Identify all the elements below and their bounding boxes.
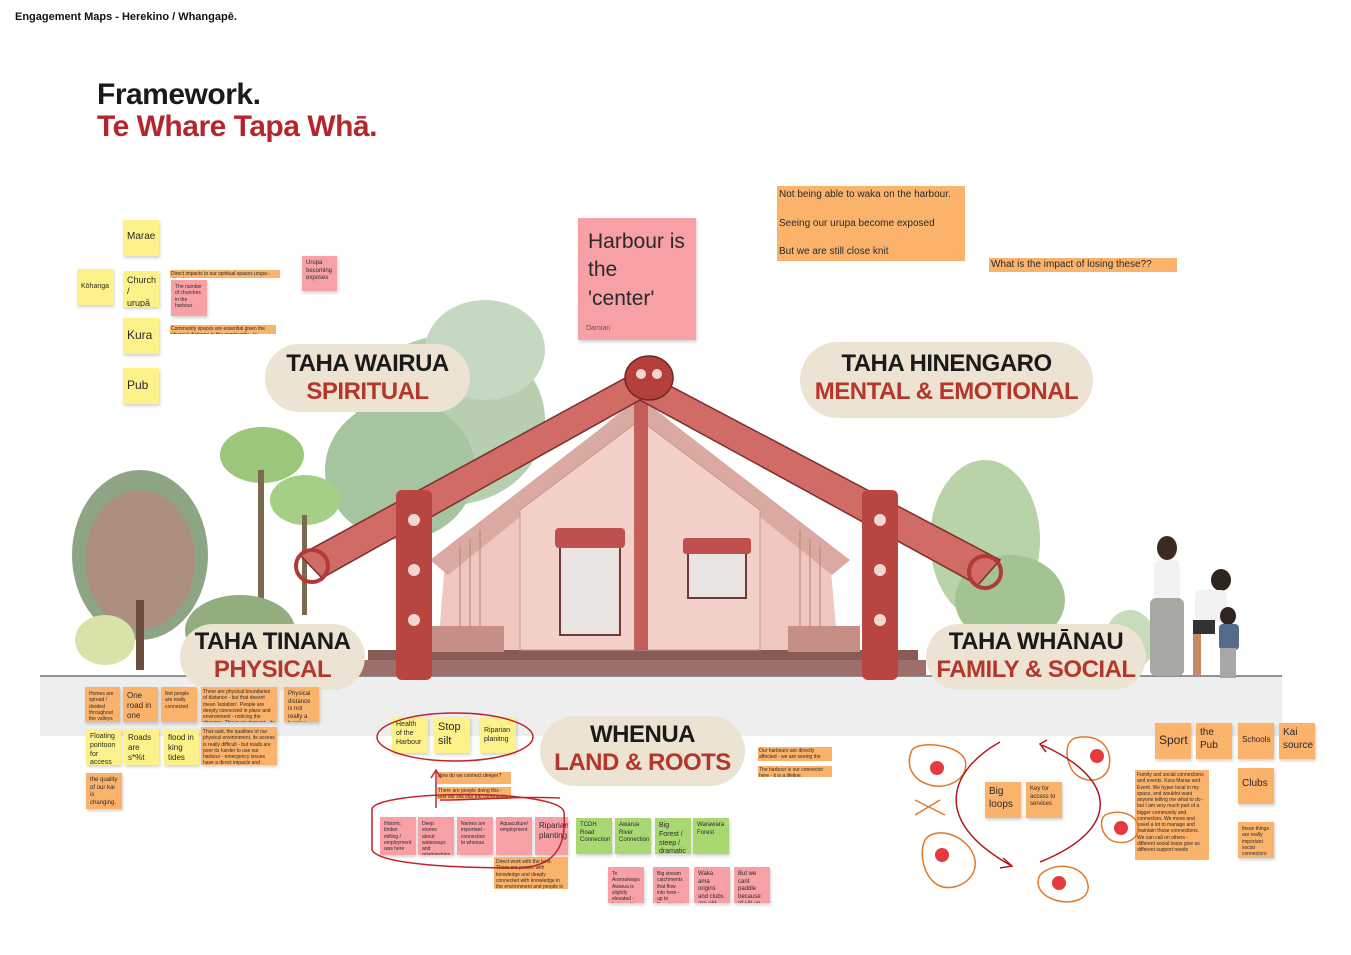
sticky-harbour-impacts[interactable]: Not being able to waka on the harbour. S… xyxy=(777,186,965,261)
sticky-sport[interactable]: Sport xyxy=(1155,723,1191,759)
sticky-key-access[interactable]: Key for access to services xyxy=(1026,782,1062,818)
sticky-boundaries[interactable]: There are physical boundaries of distanc… xyxy=(201,687,277,722)
label-main: TAHA WAIRUA xyxy=(286,350,449,377)
sticky-community-spaces[interactable]: Community spaces are essential given the… xyxy=(170,325,276,334)
sticky-direct-impacts[interactable]: Direct impacts to our spiritual spaces u… xyxy=(170,270,280,278)
label-main: TAHA WHĀNAU xyxy=(948,628,1124,655)
sticky-riparian[interactable]: Riparian planitng xyxy=(480,717,516,753)
sticky-people-doing[interactable]: There are people doing this - and our li… xyxy=(437,787,511,799)
whare-door xyxy=(559,544,621,636)
sticky-family-social[interactable]: Family and social connections and events… xyxy=(1135,770,1209,860)
framework-subtitle: Te Whare Tapa Whā. xyxy=(97,110,377,143)
palm-2 xyxy=(270,475,340,525)
sticky-line: Seeing our urupa become exposed xyxy=(779,217,935,229)
poupou-left xyxy=(396,490,432,680)
sticky-pontoon[interactable]: Floating pontoon for access xyxy=(86,729,121,765)
sticky-quality-said[interactable]: That said, the qualities of our physical… xyxy=(201,727,277,765)
whare-window xyxy=(687,551,747,599)
sticky-connect-deeper[interactable]: How do we connect deeper? xyxy=(437,772,511,784)
person-child-head xyxy=(1220,607,1236,625)
porch-bench-right xyxy=(788,626,860,652)
label-main: WHENUA xyxy=(590,721,696,748)
board-title: Engagement Maps - Herekino / Whangapē. xyxy=(15,11,237,23)
sticky-question[interactable]: What is the impact of losing these?? xyxy=(989,258,1177,272)
sticky-harbour-center[interactable]: Harbour is the 'center' Damian xyxy=(578,218,696,340)
sticky-deep-stories[interactable]: Deep stories about waterways and relatio… xyxy=(418,817,454,855)
label-whenua: WHENUA LAND & ROOTS xyxy=(540,716,745,786)
label-taha-whanau: TAHA WHĀNAU FAMILY & SOCIAL xyxy=(926,624,1146,690)
label-taha-tinana: TAHA TINANA PHYSICAL xyxy=(180,624,365,690)
sticky-not-connected[interactable]: Not people are really connected xyxy=(161,687,197,722)
sticky-names-important[interactable]: Names are important - connection to when… xyxy=(457,817,493,855)
sticky-riparian-2[interactable]: Riparian planting xyxy=(535,817,568,855)
sticky-aquaculture[interactable]: Aquaculture/ employment xyxy=(496,817,532,855)
sticky-flood[interactable]: flood in king tides xyxy=(164,729,199,765)
sticky-schools[interactable]: Schools xyxy=(1238,723,1274,759)
sticky-marae[interactable]: Marae xyxy=(123,220,159,256)
sticky-cant-paddle[interactable]: But we cant paddle because of silt up xyxy=(734,867,770,903)
label-taha-wairua: TAHA WAIRUA SPIRITUAL xyxy=(265,344,470,412)
label-sub: MENTAL & EMOTIONAL xyxy=(814,378,1079,405)
framework-title: Framework. xyxy=(97,78,261,111)
sticky-line: But we are still close knit xyxy=(779,246,889,257)
sticky-distance-barrier[interactable]: Physical distance is not really a barrie… xyxy=(284,687,319,722)
sticky-health-harbour[interactable]: Health of the Harbour xyxy=(392,717,428,753)
sticky-walkways[interactable]: Te Araroa/ways Awarua is slightly elevat… xyxy=(608,867,644,903)
sticky-stop-silt[interactable]: Stop silt xyxy=(434,717,470,753)
sticky-tcdh-road[interactable]: TCDH Road Connection xyxy=(576,818,612,854)
sticky-big-forest[interactable]: Big Forest / steep / dramatic xyxy=(655,818,691,854)
label-sub: LAND & ROOTS xyxy=(554,749,731,776)
sticky-waka-ama[interactable]: Waka ama origins and clubs are old taps xyxy=(694,867,730,903)
label-main: TAHA HINENGARO xyxy=(841,350,1052,377)
bush-left-trunk xyxy=(136,600,144,670)
sticky-kohanga[interactable]: Kōhanga xyxy=(77,269,113,305)
sticky-kai-source[interactable]: Kai source xyxy=(1279,723,1315,759)
label-main: TAHA TINANA xyxy=(194,628,351,655)
window-lintel xyxy=(683,538,751,554)
sticky-harbour-connector[interactable]: The harbour is our connector here - it i… xyxy=(758,766,832,777)
sticky-author: Damian xyxy=(586,324,611,332)
sticky-churches-number[interactable]: The number of churches in the harbour xyxy=(171,280,207,316)
sticky-one-road[interactable]: One road in one road out xyxy=(123,687,158,722)
label-sub: PHYSICAL xyxy=(213,656,332,683)
label-taha-hinengaro: TAHA HINENGARO MENTAL & EMOTIONAL xyxy=(800,342,1093,418)
sticky-church[interactable]: Church / urupā xyxy=(123,271,159,307)
sticky-kai-quality[interactable]: the quality of our kai is changing. xyxy=(86,773,122,809)
poupou-right xyxy=(862,490,898,680)
sticky-historic-timber[interactable]: Historic timber milling / employment was… xyxy=(380,817,416,855)
sticky-big-stream[interactable]: Big stream catchments that flow into her… xyxy=(653,867,689,903)
tekoteko xyxy=(624,355,674,401)
person-man-top xyxy=(1195,590,1227,622)
palm-1 xyxy=(220,427,304,483)
centre-post xyxy=(634,395,648,650)
sticky-awarua-river[interactable]: Awarua River Connection xyxy=(615,818,651,854)
person-woman-trousers xyxy=(1150,598,1184,676)
sticky-the-pub[interactable]: the Pub xyxy=(1196,723,1232,759)
sticky-pub[interactable]: Pub xyxy=(123,368,159,404)
door-lintel xyxy=(555,528,625,548)
person-child-top xyxy=(1219,624,1239,650)
bush-left-flowers xyxy=(85,490,195,630)
sticky-kura[interactable]: Kura xyxy=(123,318,159,354)
sticky-roads[interactable]: Roads are s*%t xyxy=(124,729,159,765)
sticky-clubs[interactable]: Clubs xyxy=(1238,768,1274,804)
sticky-text: Harbour is the 'center' xyxy=(588,230,685,310)
person-woman-head xyxy=(1157,536,1177,560)
sticky-line: Not being able to waka on the harbour. xyxy=(779,189,951,200)
sticky-big-loops[interactable]: Big loops xyxy=(985,782,1021,818)
person-man-head xyxy=(1211,569,1231,591)
sticky-direct-work[interactable]: Direct work with the land. There are peo… xyxy=(494,857,568,889)
sticky-urupa-exposed[interactable]: Urupa becoming exposes xyxy=(302,256,337,291)
sticky-these-things[interactable]: these things are really important social… xyxy=(1238,822,1274,858)
sticky-harbours-affected[interactable]: Our harbours are directly affected - we … xyxy=(758,747,832,761)
person-woman-top xyxy=(1154,560,1180,600)
flower-bush xyxy=(75,615,135,665)
label-sub: SPIRITUAL xyxy=(306,378,429,405)
sticky-warawara[interactable]: Warawara Forest xyxy=(693,818,729,854)
porch-bench-left xyxy=(432,626,504,652)
sticky-spread[interactable]: Homes are spread / divided throughout th… xyxy=(85,687,120,722)
label-sub: FAMILY & SOCIAL xyxy=(936,656,1136,683)
